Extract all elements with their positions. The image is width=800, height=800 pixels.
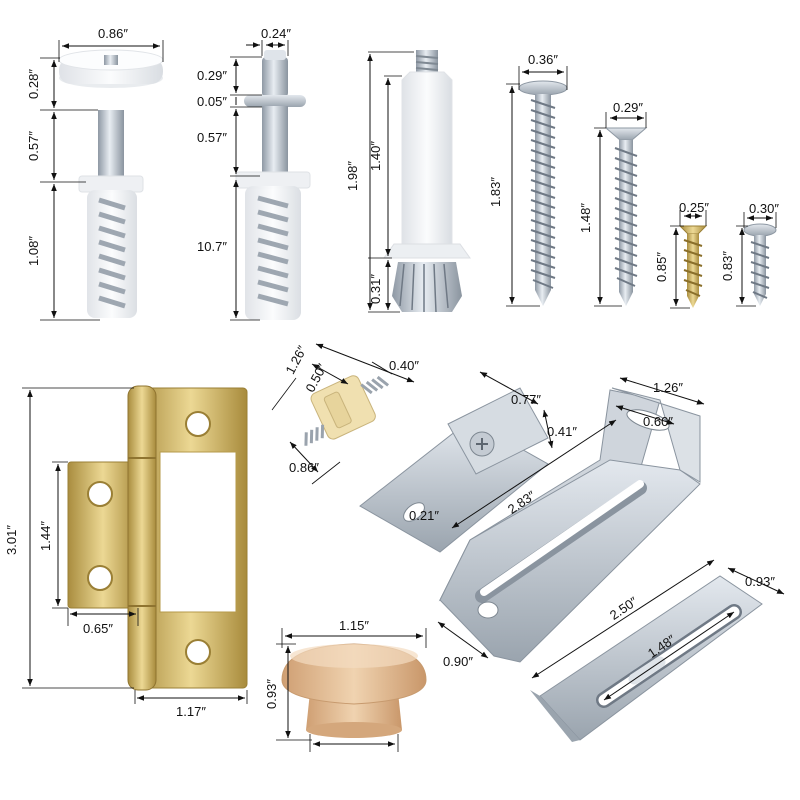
label-pin-sleeve: 10.7″: [197, 239, 227, 254]
label-screw4-head: 0.30″: [749, 201, 779, 216]
label-bracket-top: 1.26″: [653, 380, 683, 395]
label-guide-width: 0.77″: [511, 392, 541, 407]
label-plate-width: 0.93″: [745, 574, 775, 589]
label-screw3-len: 0.85″: [654, 252, 669, 282]
label-screw4-len: 0.83″: [720, 251, 735, 281]
label-screw1-len: 1.83″: [488, 177, 503, 207]
bolt-assembly: 1.98″ 1.40″ 0.31″: [345, 50, 471, 313]
label-spring-width: 0.40″: [389, 358, 419, 373]
top-pivot-assembly: 0.86″ 0.28″ 0.57″ 1.08″: [26, 26, 164, 321]
label-pivot-top-cap: 0.28″: [26, 69, 41, 99]
label-screw3-head: 0.25″: [679, 200, 709, 215]
label-screw1-head: 0.36″: [528, 52, 558, 67]
pivot-pin-assembly: 0.24″ 0.29″ 0.05″ 0.57″ 10.7″: [197, 26, 311, 321]
label-bracket-top-slot: 0.60″: [643, 414, 673, 429]
label-bolt-total: 1.98″: [345, 161, 360, 191]
spring-latch: 1.26″ 0.40″ 0.50″ 0.86″: [271, 343, 419, 485]
label-knob-height: 0.93″: [264, 679, 279, 709]
label-pin-collar: 0.05″: [197, 94, 227, 109]
label-pin-width: 0.24″: [261, 26, 291, 41]
screw-medium: 0.29″ 1.48″: [578, 100, 648, 307]
label-bracket-width: 0.90″: [443, 654, 473, 669]
brass-hinge: 3.01″ 1.44″ 0.65″ 1.17″: [4, 385, 248, 719]
label-pivot-top-sleeve: 1.08″: [26, 236, 41, 266]
label-screw2-len: 1.48″: [578, 203, 593, 233]
label-pin-shaft: 0.57″: [197, 130, 227, 145]
label-hinge-leaf-width: 0.65″: [83, 621, 113, 636]
label-pin-head: 0.29″: [197, 68, 227, 83]
label-guide-height: 0.41″: [547, 424, 577, 439]
wooden-knob: 1.15″ 0.93″: [264, 618, 427, 752]
label-pivot-top-width: 0.86″: [98, 26, 128, 41]
label-guide-slot: 0.21″: [409, 508, 439, 523]
label-hinge-leaf-height: 1.44″: [38, 521, 53, 551]
screw-long: 0.36″ 1.83″: [488, 52, 568, 307]
label-hinge-width: 1.17″: [176, 704, 206, 719]
label-pivot-top-shaft: 0.57″: [26, 131, 41, 161]
screw-small-brass: 0.25″ 0.85″: [654, 200, 709, 309]
label-spring-depth: 0.86″: [289, 460, 319, 475]
label-knob-width: 1.15″: [339, 618, 369, 633]
flat-slotted-plate: 2.50″ 0.93″ 1.48″: [530, 559, 785, 742]
label-bolt-nut: 0.31″: [368, 274, 383, 304]
label-spring-length: 1.26″: [282, 343, 309, 377]
label-bolt-body: 1.40″: [368, 141, 383, 171]
label-hinge-height: 3.01″: [4, 525, 19, 555]
screw-small-steel: 0.30″ 0.83″: [720, 201, 779, 307]
label-screw2-head: 0.29″: [613, 100, 643, 115]
